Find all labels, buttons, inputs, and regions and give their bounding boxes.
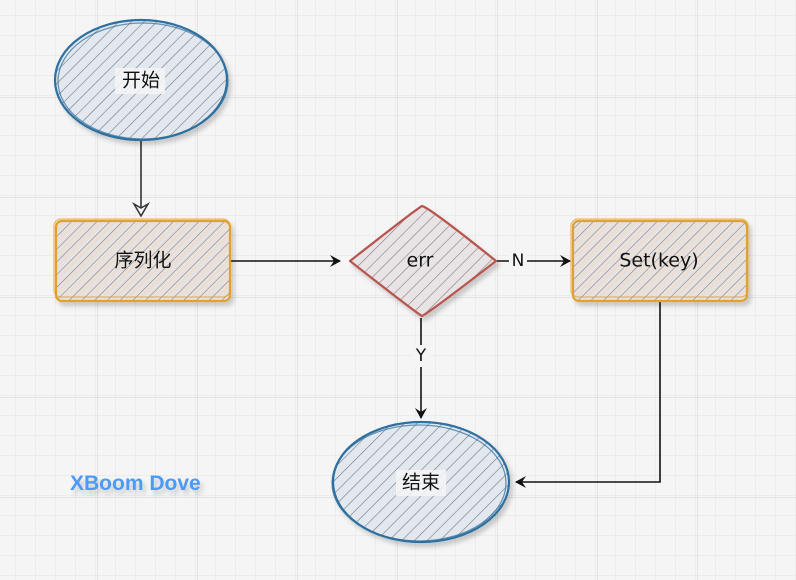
node-err-label: err bbox=[407, 250, 434, 272]
svg-text:Y: Y bbox=[415, 346, 427, 366]
edge-label-y: Y bbox=[412, 345, 430, 367]
node-err[interactable] bbox=[348, 204, 498, 318]
edge-set-to-end[interactable] bbox=[515, 302, 661, 488]
node-start-label: 开始 bbox=[122, 70, 160, 92]
node-set[interactable] bbox=[570, 218, 749, 303]
node-serialize-label: 序列化 bbox=[114, 250, 171, 272]
node-set-label: Set(key) bbox=[619, 250, 698, 272]
edge-start-to-serialize[interactable] bbox=[131, 140, 151, 218]
svg-text:N: N bbox=[512, 251, 525, 271]
edge-label-n: N bbox=[509, 251, 527, 271]
watermark: XBoom Dove bbox=[70, 472, 201, 495]
node-serialize[interactable] bbox=[53, 218, 232, 303]
node-end-label: 结束 bbox=[402, 472, 440, 494]
